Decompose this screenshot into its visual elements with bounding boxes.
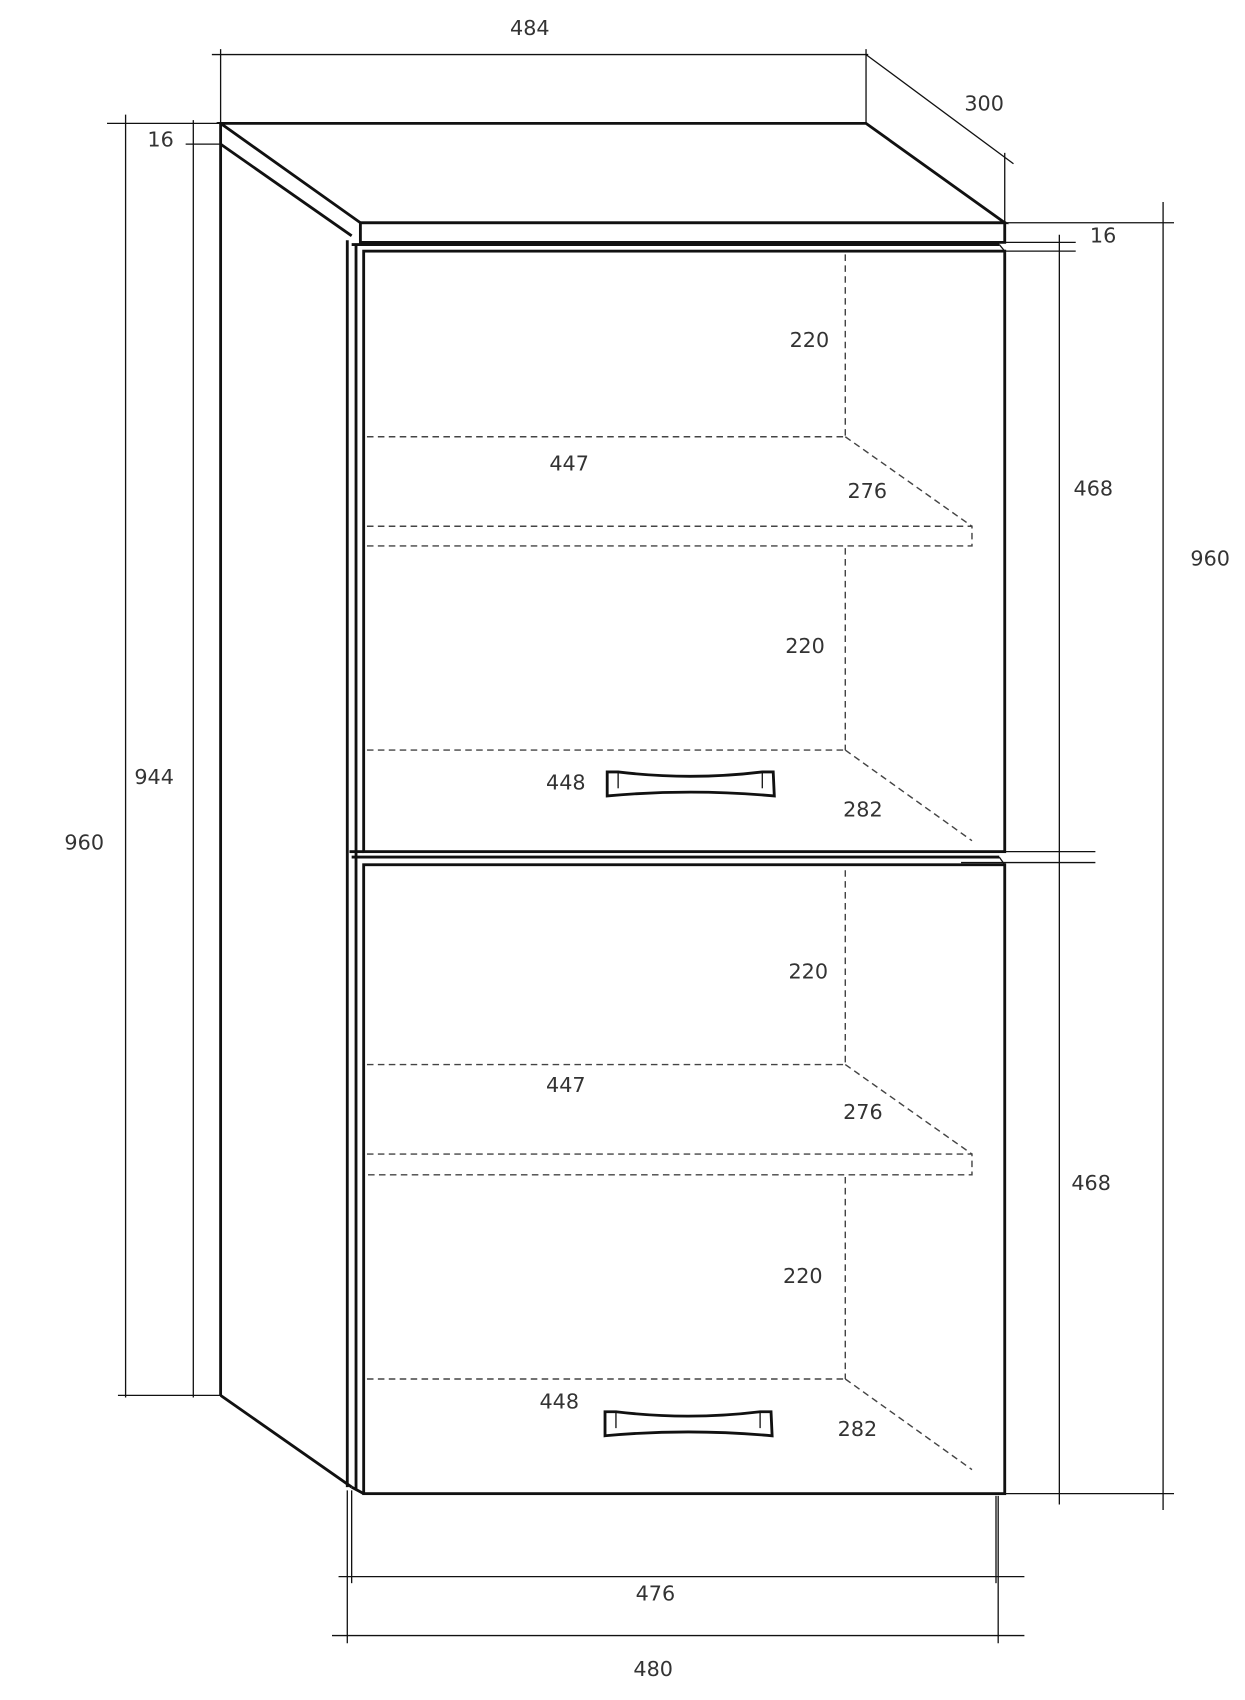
dim-width-top: 484 bbox=[510, 16, 550, 40]
dim-lower-shelf-depth: 276 bbox=[843, 1100, 883, 1124]
dim-side-height: 944 bbox=[134, 765, 174, 789]
lower-door bbox=[350, 855, 1007, 1496]
dim-depth: 300 bbox=[964, 91, 1004, 115]
dim-door-width: 476 bbox=[636, 1582, 676, 1606]
dim-lower-gap-2: 220 bbox=[783, 1264, 823, 1288]
dim-top-thickness-left: 16 bbox=[147, 127, 173, 151]
interior-hidden-lines bbox=[366, 254, 973, 1471]
upper-handle[interactable] bbox=[605, 770, 776, 798]
cabinet-side-panel bbox=[219, 144, 358, 1490]
dim-upper-shelf-width: 447 bbox=[549, 452, 589, 476]
dim-door-upper-height: 468 bbox=[1074, 477, 1114, 501]
dim-top-thickness-right: 16 bbox=[1090, 223, 1116, 247]
dim-total-height-right: 960 bbox=[1190, 547, 1230, 571]
dim-upper-gap-1: 220 bbox=[790, 328, 830, 352]
dim-lower-shelf-width: 447 bbox=[546, 1073, 586, 1097]
dimension-lines bbox=[107, 49, 1175, 1644]
lower-handle[interactable] bbox=[603, 1410, 774, 1438]
dim-lower-gap-1: 220 bbox=[789, 959, 829, 983]
dim-total-height-left: 960 bbox=[64, 830, 104, 854]
dim-door-lower-height: 468 bbox=[1071, 1171, 1111, 1195]
dim-upper-shelf-depth: 276 bbox=[847, 479, 887, 503]
dim-upper-bottom-width: 448 bbox=[546, 770, 586, 794]
dim-upper-bottom-depth: 282 bbox=[843, 798, 883, 822]
dim-lower-bottom-depth: 282 bbox=[838, 1417, 878, 1441]
cabinet-top bbox=[216, 121, 1010, 244]
dim-upper-gap-2: 220 bbox=[785, 634, 825, 658]
dim-lower-bottom-width: 448 bbox=[540, 1389, 580, 1413]
dim-body-width: 480 bbox=[633, 1657, 673, 1681]
upper-door bbox=[349, 243, 1007, 854]
